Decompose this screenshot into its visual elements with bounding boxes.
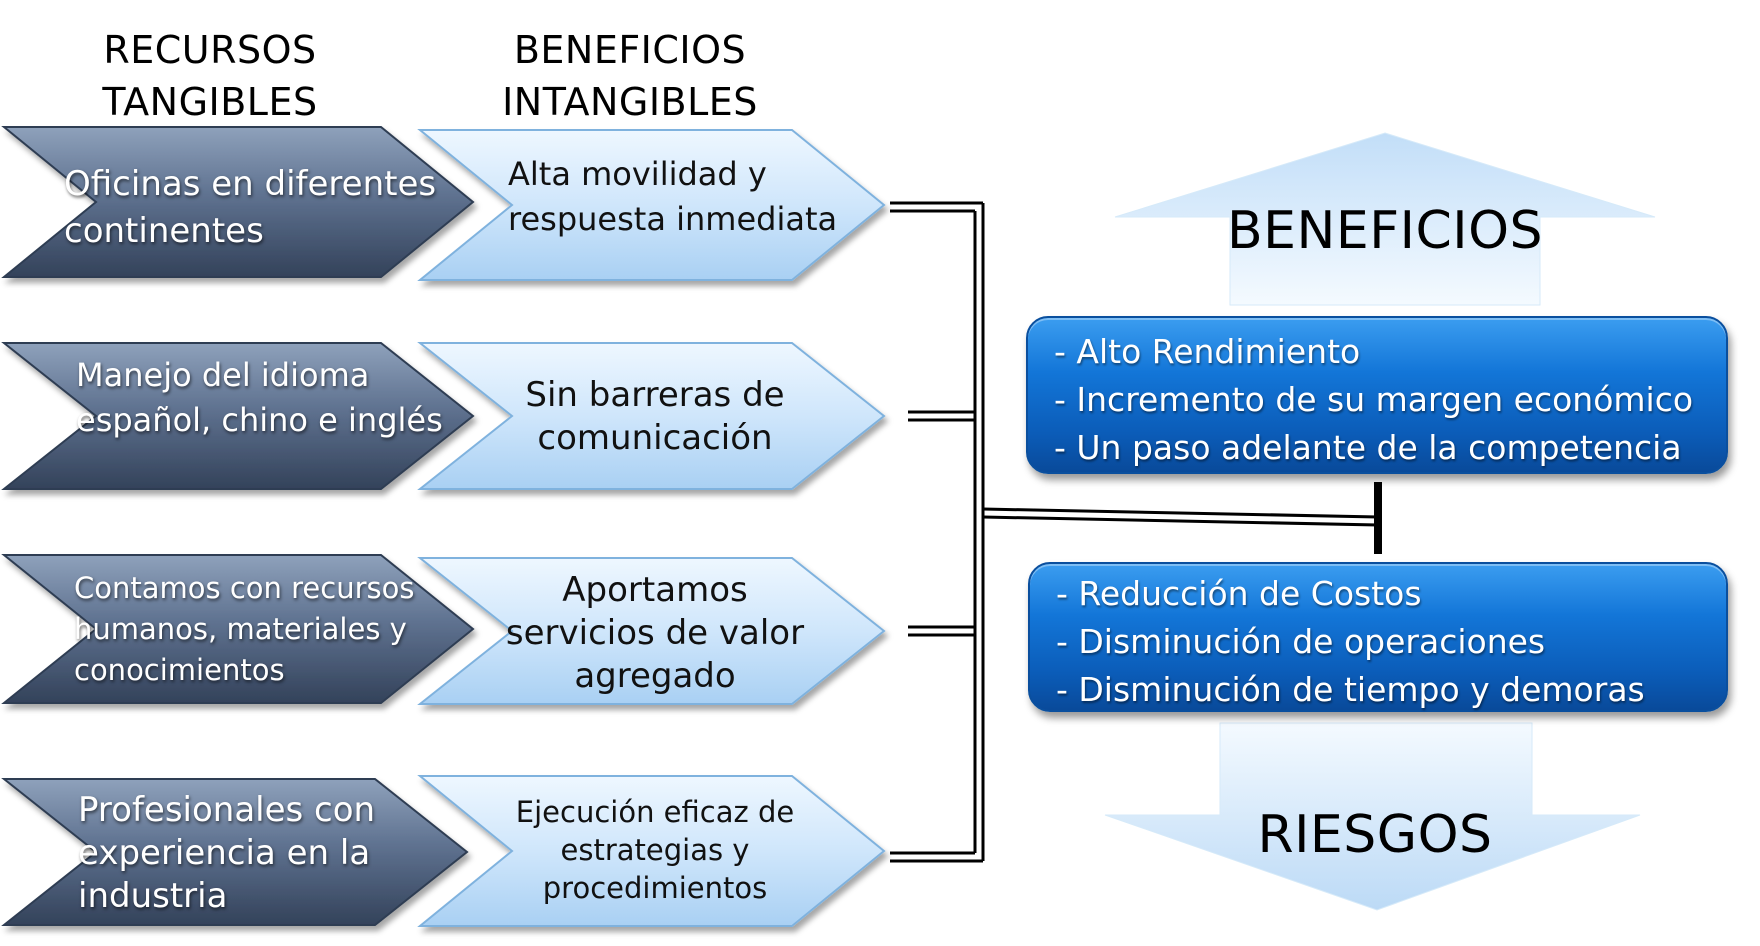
- benefits-item: - Incremento de su margen económico: [1054, 380, 1694, 419]
- tangible-chevron-1: [1, 126, 475, 278]
- benefits-box: - Alto Rendimiento - Incremento de su ma…: [1026, 316, 1728, 474]
- intangible-chevron-1: [417, 129, 886, 281]
- header-intangible-line2: INTANGIBLES: [502, 80, 758, 124]
- header-intangible: BENEFICIOS INTANGIBLES: [480, 24, 780, 128]
- tangible-chevron-2: [1, 342, 475, 490]
- risks-item: - Disminución de operaciones: [1056, 622, 1546, 661]
- intangible-text-3: Aportamos servicios de valor agregado: [505, 569, 805, 696]
- header-tangible-line2: TANGIBLES: [102, 80, 318, 124]
- tangible-chevron-3: [1, 554, 475, 704]
- risks-item: - Reducción de Costos: [1056, 574, 1422, 613]
- risks-arrow-label: RIESGOS: [1257, 805, 1493, 865]
- benefits-arrow-label: BENEFICIOS: [1226, 201, 1544, 261]
- header-tangible-line1: RECURSOS: [103, 28, 317, 72]
- intangible-chevron-3: [417, 557, 886, 705]
- tangible-text-3: Contamos con recursos humanos, materiale…: [74, 570, 415, 687]
- intangible-chevron-4: [417, 775, 886, 927]
- tangible-text-4: Profesionales con experiencia en la indu…: [78, 789, 376, 916]
- benefits-item: - Alto Rendimiento: [1054, 332, 1361, 371]
- header-intangible-line1: BENEFICIOS: [513, 28, 747, 72]
- intangible-chevron-2: [417, 342, 886, 490]
- tangible-text-2: Manejo del idioma español, chino e inglé…: [76, 356, 443, 439]
- intangible-text-4: Ejecución eficaz de estrategias y proced…: [515, 795, 795, 905]
- intangible-text-1: Alta movilidad y respuesta inmediata: [508, 155, 838, 238]
- benefits-item: - Un paso adelante de la competencia: [1054, 428, 1682, 467]
- risks-box: - Reducción de Costos - Disminución de o…: [1028, 562, 1728, 712]
- risks-item: - Disminución de tiempo y demoras: [1056, 670, 1645, 709]
- risks-down-arrow: [1104, 722, 1641, 911]
- benefits-up-arrow: [1114, 132, 1656, 306]
- connector-end-bar: [1374, 482, 1382, 554]
- connector-bracket: [890, 201, 1379, 863]
- intangible-text-2: Sin barreras de comunicación: [525, 375, 785, 458]
- header-tangible: RECURSOS TANGIBLES: [60, 24, 360, 128]
- tangible-chevron-4: [1, 778, 469, 926]
- tangible-text-1: Oficinas en diferentes continentes: [64, 164, 437, 251]
